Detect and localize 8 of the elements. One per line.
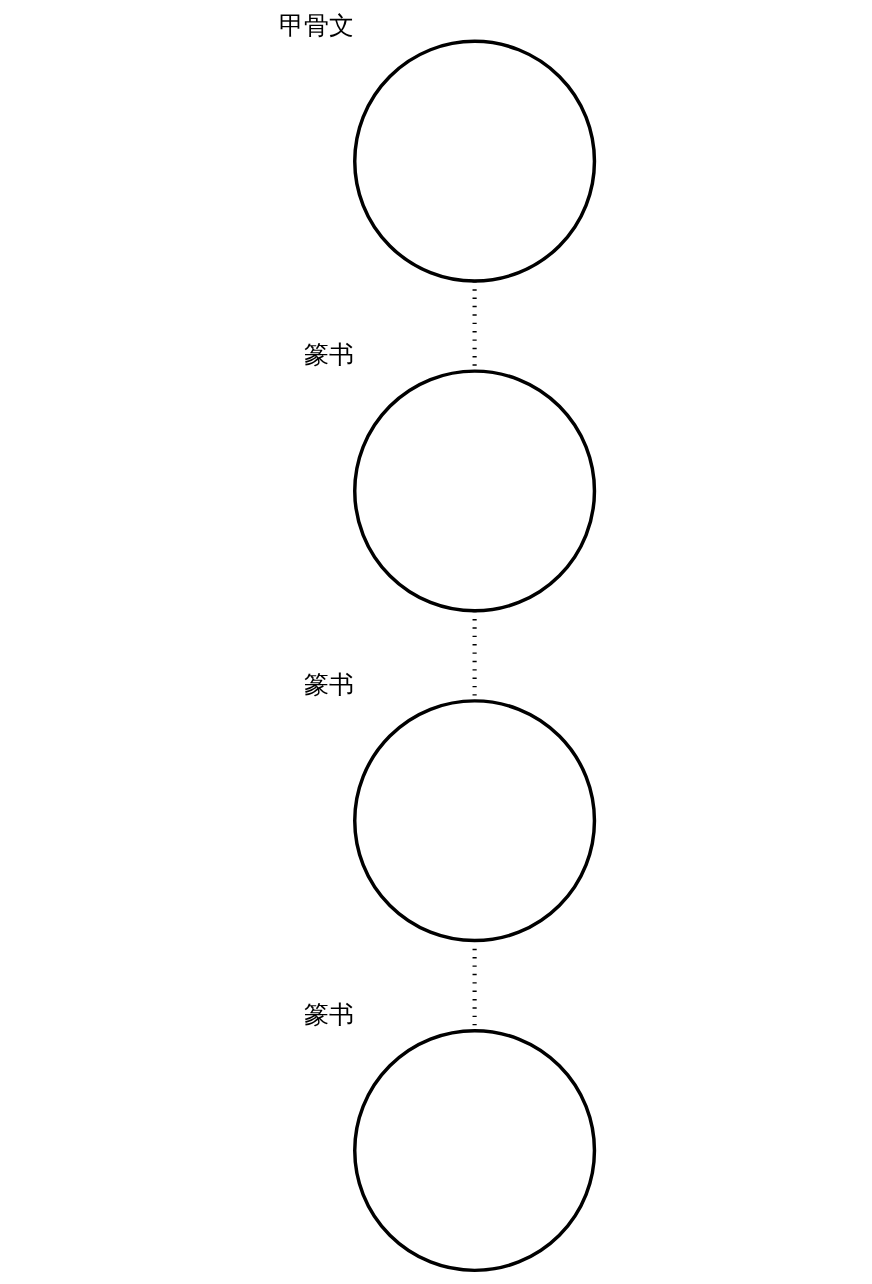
node-label: 篆书 [303, 340, 354, 370]
node-label: 篆书 [303, 670, 354, 700]
node-circle [352, 1028, 596, 1273]
node-circle [352, 699, 596, 943]
node-label: 甲骨文 [278, 10, 354, 40]
node-circle [352, 369, 596, 613]
node-circle [352, 39, 596, 283]
node-label: 篆书 [303, 999, 354, 1029]
